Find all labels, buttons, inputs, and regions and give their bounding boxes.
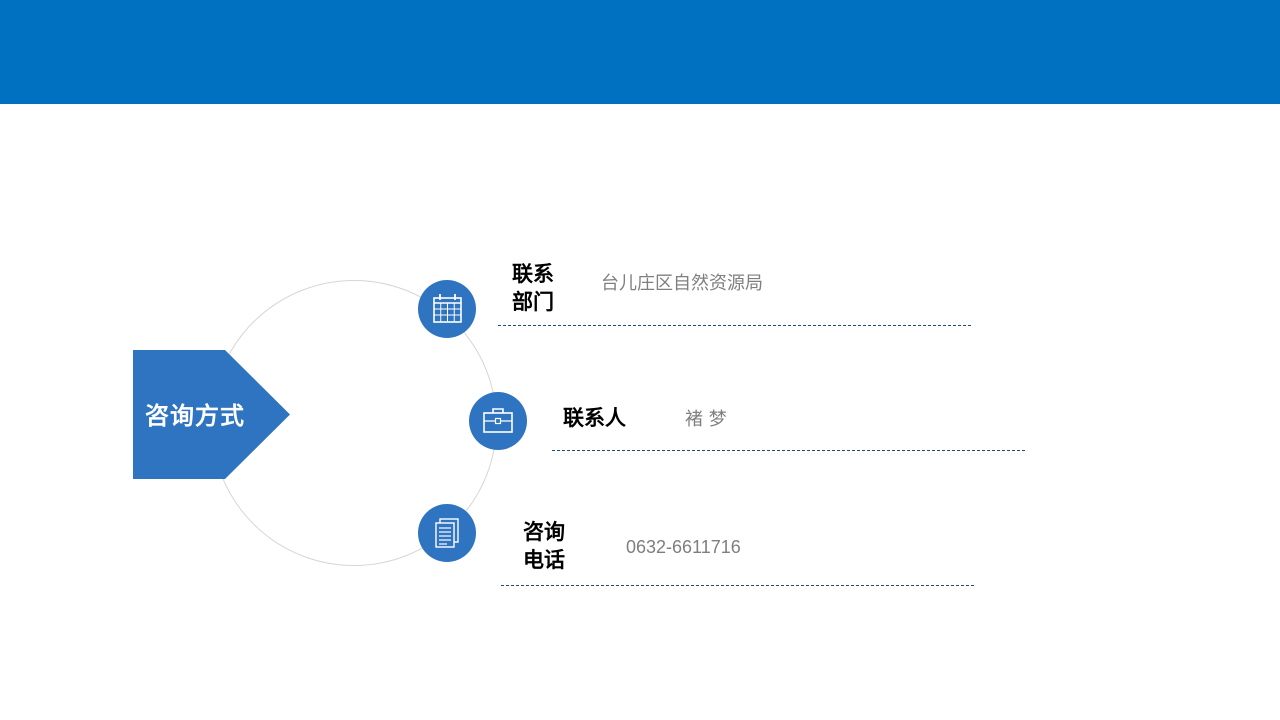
item-label-contact: 联系人 — [563, 405, 626, 430]
divider-line — [501, 585, 974, 586]
briefcase-icon — [469, 392, 527, 450]
item-value-phone: 0632-6611716 — [626, 537, 741, 557]
calendar-icon — [418, 280, 476, 338]
document-icon — [418, 504, 476, 562]
item-value-department: 台儿庄区自然资源局 — [601, 273, 763, 294]
label-line: 部门 — [512, 289, 554, 314]
item-label-phone: 咨询 电话 — [523, 518, 565, 574]
label-line: 电话 — [523, 547, 565, 572]
label-line: 联系 — [512, 261, 554, 286]
item-label-department: 联系 部门 — [512, 260, 554, 316]
title-arrow-shape — [133, 350, 290, 479]
main-label: 咨询方式 — [145, 402, 245, 430]
divider-line — [552, 450, 1025, 451]
divider-line — [498, 325, 971, 326]
top-banner — [0, 0, 1280, 104]
item-value-contact: 褚 梦 — [685, 409, 727, 430]
label-line: 咨询 — [523, 519, 565, 544]
